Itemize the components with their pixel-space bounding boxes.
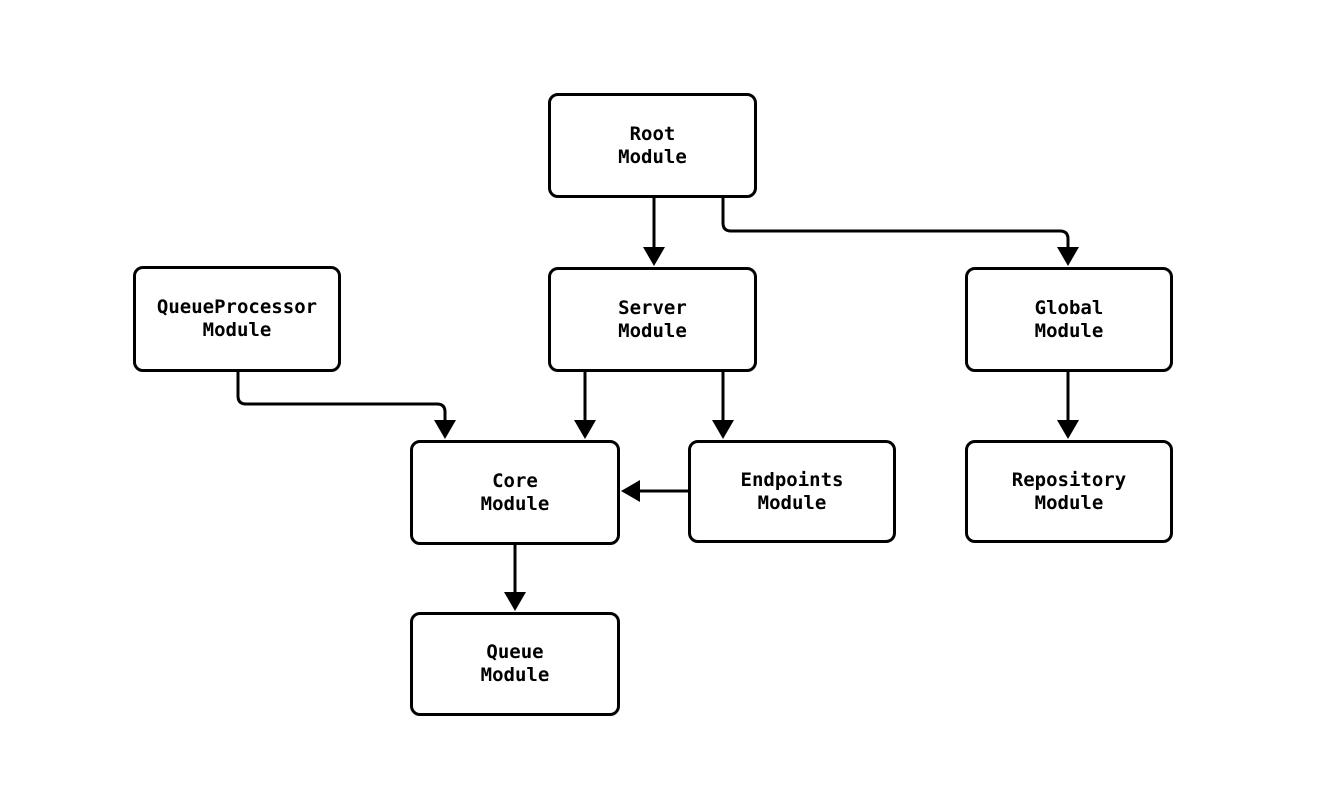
node-endpoints-label-line1: Endpoints (740, 468, 844, 491)
node-repository-module: Repository Module (965, 440, 1173, 543)
node-root-module: Root Module (548, 93, 757, 198)
arrowhead-queueprocessor-to-core (434, 420, 456, 439)
node-root-label-line2: Module (618, 145, 687, 168)
node-queueprocessor-module: QueueProcessor Module (133, 266, 341, 372)
node-queue-label-line2: Module (480, 664, 550, 686)
edge-queueprocessor-to-core (236, 372, 456, 439)
node-repository-label-line1: Repository (1011, 468, 1127, 491)
node-queueprocessor-label-line1: QueueProcessor (156, 296, 318, 318)
node-server-label-line2: Module (618, 319, 687, 342)
edge-endpoints-to-core (621, 480, 688, 502)
arrowhead-server-to-endpoints (712, 420, 734, 439)
arrowhead-root-to-global (1057, 247, 1079, 266)
edge-server-to-core (574, 372, 596, 439)
node-core-label-line2: Module (480, 492, 550, 515)
arrowhead-global-to-repository (1057, 420, 1079, 439)
edge-core-to-queue (504, 545, 526, 611)
edge-global-to-repository (1057, 372, 1079, 439)
node-global-module: Global Module (965, 267, 1173, 372)
node-core-label-line1: Core (492, 469, 538, 492)
edge-root-to-server (643, 198, 665, 266)
arrowhead-root-to-server (643, 247, 665, 266)
node-server-label-line1: Server (618, 296, 687, 319)
node-global-label-line1: Global (1034, 296, 1104, 319)
edge-server-to-endpoints (712, 372, 734, 439)
node-queue-module: Queue Module (410, 612, 620, 716)
node-core-module: Core Module (410, 440, 620, 545)
node-server-module: Server Module (548, 267, 757, 372)
node-queue-label-line1: Queue (486, 641, 544, 663)
node-root-label-line1: Root (629, 122, 676, 145)
node-global-label-line2: Module (1034, 319, 1104, 342)
node-endpoints-module: Endpoints Module (688, 440, 896, 543)
arrowhead-endpoints-to-core (621, 480, 640, 502)
edge-root-to-global (721, 198, 1079, 266)
arrowhead-core-to-queue (504, 592, 526, 611)
arrowhead-server-to-core (574, 420, 596, 439)
node-repository-label-line2: Module (1034, 491, 1104, 514)
node-endpoints-label-line2: Module (757, 491, 827, 514)
node-queueprocessor-label-line2: Module (202, 319, 272, 341)
